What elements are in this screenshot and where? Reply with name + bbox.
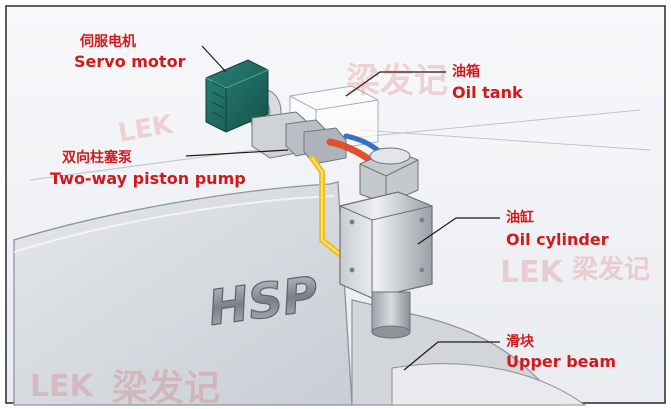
piston-rod bbox=[371, 291, 411, 339]
watermark-logo-3: LEK bbox=[30, 369, 95, 404]
watermark-text-3: 梁发记 bbox=[571, 254, 650, 285]
label-upper-beam-en: Upper beam bbox=[506, 352, 616, 371]
leader-oil-cylinder bbox=[417, 217, 500, 245]
cylinder-valve-block bbox=[359, 147, 419, 205]
label-servo-motor-en: Servo motor bbox=[74, 52, 186, 71]
label-servo-motor-cn: 伺服电机 bbox=[79, 33, 136, 50]
leader-upper-beam bbox=[403, 341, 500, 371]
label-oil-tank-cn: 油箱 bbox=[452, 63, 480, 80]
label-oil-tank-en: Oil tank bbox=[452, 83, 523, 102]
label-piston-pump-cn: 双向柱塞泵 bbox=[62, 149, 132, 166]
label-piston-pump-en: Two-way piston pump bbox=[50, 169, 246, 188]
press-side-plate bbox=[13, 181, 353, 406]
piston-pump bbox=[251, 111, 347, 165]
leader-oil-tank bbox=[345, 71, 446, 97]
upper-beam-front bbox=[391, 363, 587, 406]
watermark-logo-2: LEK bbox=[500, 255, 565, 290]
label-oil-cylinder-cn: 油缸 bbox=[506, 209, 534, 226]
servo-motor bbox=[205, 59, 269, 133]
leader-servo-motor bbox=[201, 45, 227, 73]
label-upper-beam-cn: 滑块 bbox=[506, 333, 535, 350]
label-oil-cylinder-en: Oil cylinder bbox=[506, 230, 609, 249]
watermark-text-1: 梁发记 bbox=[346, 61, 448, 101]
oil-cylinder bbox=[339, 191, 433, 299]
leader-lines bbox=[185, 45, 500, 371]
watermark-text-2: 梁发记 bbox=[112, 368, 220, 409]
pipe-red bbox=[326, 138, 374, 164]
leader-piston-pump bbox=[185, 149, 289, 157]
